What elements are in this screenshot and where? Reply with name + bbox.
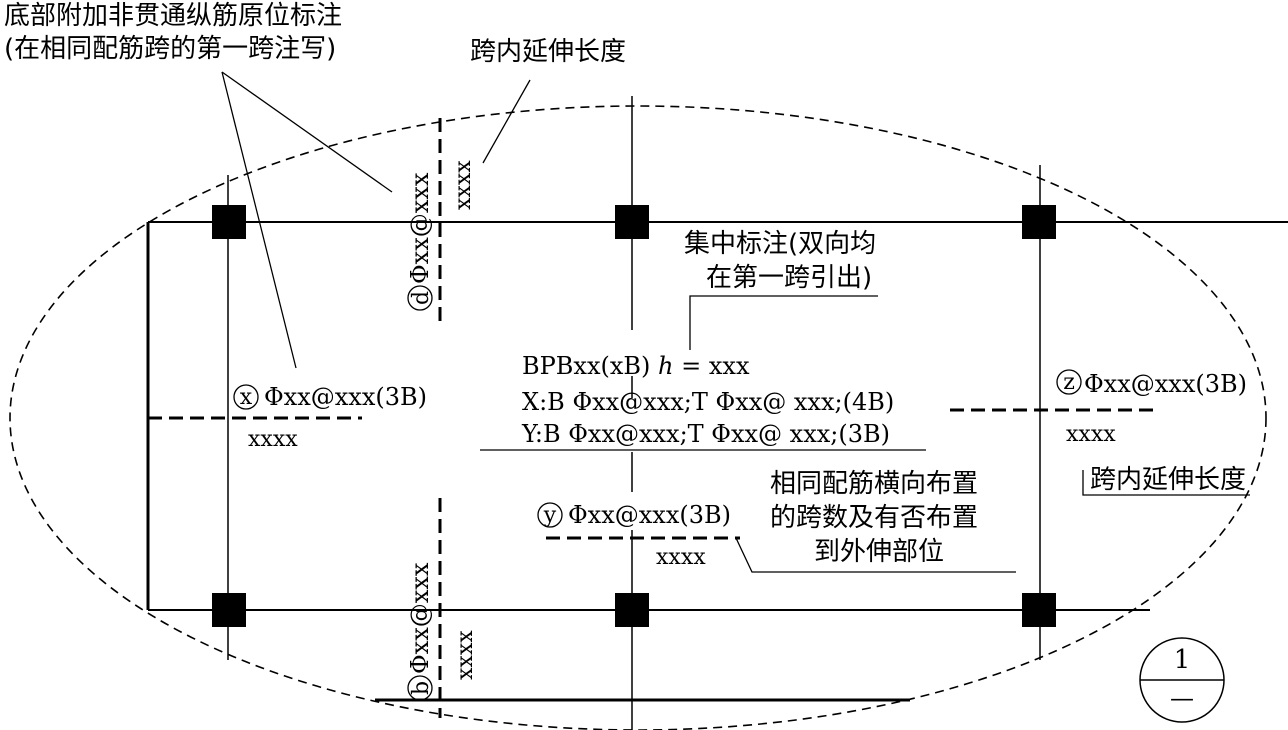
central-header-suffix: = xxx — [674, 352, 750, 380]
leader-lines — [221, 71, 1250, 573]
rebar-d-annotation: d Φxx@xxx — [406, 172, 434, 311]
rebar-y-marker-circle — [537, 502, 563, 528]
columns — [212, 205, 1056, 627]
rebar-b-marker-circle — [407, 675, 433, 701]
bottom-extra-title: 底部附加非贯通纵筋原位标注 — [4, 1, 342, 31]
rebar-x-marker: x — [240, 385, 253, 410]
rebar-z-marker: z — [1063, 370, 1075, 395]
same-config-label-2: 的跨数及有否布置 — [770, 503, 978, 533]
column-bottom-left — [212, 593, 246, 627]
span-extension-top-label: 跨内延伸长度 — [470, 37, 626, 67]
detail-boundary-ellipse — [9, 105, 1267, 730]
rebar-b-annotation: b Φxx@xxx — [406, 562, 434, 701]
bottom-extra-subtitle: (在相同配筋跨的第一跨注写) — [4, 34, 336, 64]
rebar-y-marker: y — [543, 503, 557, 528]
leader-same-config — [735, 537, 1016, 573]
leader-bottom-extra-1 — [221, 71, 393, 193]
same-config-label-3: 到外伸部位 — [814, 537, 944, 567]
rebar-z-annotation: z Φxx@xxx(3B) xxxx — [1056, 369, 1247, 447]
rebar-y-annotation: y Φxx@xxx(3B) xxxx — [537, 501, 731, 570]
rebar-d-length: xxxx — [451, 160, 476, 210]
rebar-b-spec: Φxx@xxx — [406, 562, 434, 674]
central-header-prefix: BPBxx(xB) — [522, 352, 658, 380]
rebar-d-marker: d — [409, 291, 434, 305]
span-extension-right-label: 跨内延伸长度 — [1090, 465, 1246, 495]
rebar-z-marker-circle — [1056, 369, 1082, 395]
column-top-left — [212, 205, 246, 239]
column-top-right — [1022, 205, 1056, 239]
rebar-b-marker: b — [409, 681, 434, 695]
same-config-label-1: 相同配筋横向布置 — [770, 469, 978, 499]
section-mark-number: 1 — [1174, 645, 1191, 675]
centralized-label-2: 在第一跨引出) — [706, 263, 872, 293]
rebar-x-annotation: x Φxx@xxx(3B) xxxx — [233, 383, 427, 452]
section-mark-sheet: — — [1170, 684, 1194, 712]
leader-bottom-extra-2 — [221, 71, 297, 369]
rebar-z-length: xxxx — [1066, 422, 1116, 447]
column-bottom-right — [1022, 593, 1056, 627]
rebar-d-spec: Φxx@xxx — [406, 172, 434, 284]
central-x-line: X:B Φxx@xxx;T Φxx@ xxx;(4B) — [522, 388, 894, 416]
rebar-y-length: xxxx — [656, 545, 706, 570]
central-header-h: h — [658, 352, 673, 380]
rebar-z-spec: Φxx@xxx(3B) — [1084, 370, 1247, 398]
column-bottom-middle — [615, 593, 649, 627]
rebar-x-spec: Φxx@xxx(3B) — [264, 383, 427, 411]
centralized-label-1: 集中标注(双向均 — [684, 229, 876, 259]
leader-span-right — [1082, 470, 1250, 496]
rebar-d-marker-circle — [407, 285, 433, 311]
leader-span-top — [482, 79, 531, 164]
rebar-b-length: xxxx — [453, 630, 478, 680]
section-mark: 1 — — [1139, 637, 1225, 723]
column-top-middle — [615, 205, 649, 239]
central-y-line: Y:B Φxx@xxx;T Φxx@ xxx;(3B) — [521, 420, 890, 448]
rebar-x-length: xxxx — [248, 427, 298, 452]
rebar-x-marker-circle — [233, 384, 259, 410]
leader-centralized — [689, 295, 878, 350]
central-header: BPBxx(xB) h = xxx — [522, 352, 750, 380]
dashed-rebars — [148, 118, 1158, 718]
rebar-y-spec: Φxx@xxx(3B) — [568, 501, 731, 529]
